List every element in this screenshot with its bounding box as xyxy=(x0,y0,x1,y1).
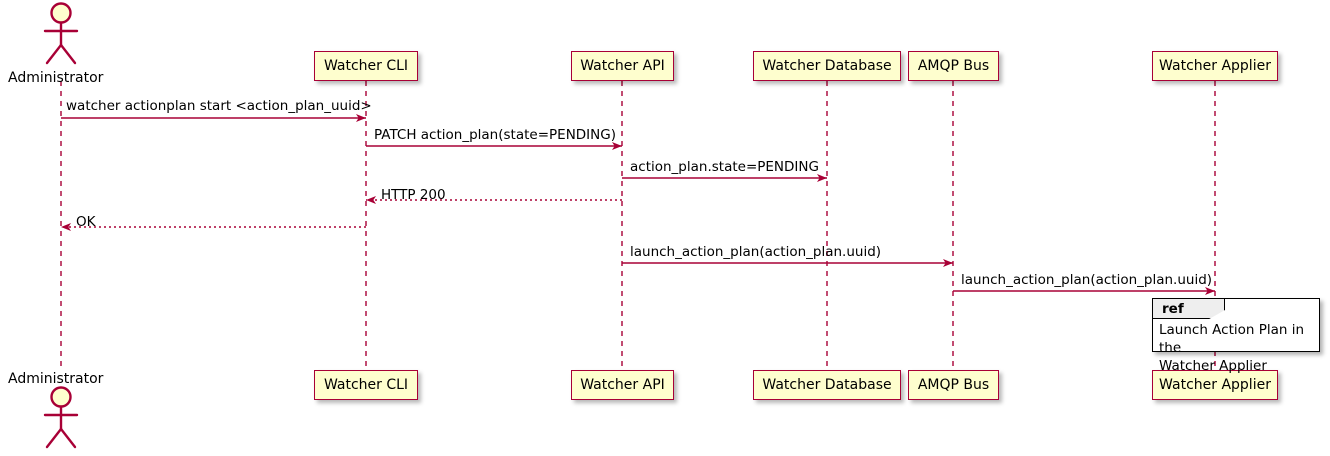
participant-label: Watcher API xyxy=(580,377,665,393)
participant-label: Watcher API xyxy=(580,58,665,74)
participant-label: AMQP Bus xyxy=(917,377,990,393)
message-label-1: watcher actionplan start <action_plan_uu… xyxy=(66,98,372,114)
participant-watcher-api-bottom: Watcher API xyxy=(571,370,674,400)
actor-label-administrator-bottom: Administrator xyxy=(8,371,104,387)
participant-watcher-db-bottom: Watcher Database xyxy=(753,370,901,400)
participant-watcher-applier-top: Watcher Applier xyxy=(1152,51,1278,81)
participant-watcher-cli-top: Watcher CLI xyxy=(314,51,418,81)
participant-label: Watcher CLI xyxy=(323,377,409,393)
actor-figure-top xyxy=(43,2,79,65)
message-label-4: HTTP 200 xyxy=(381,187,446,203)
lifelines-group xyxy=(60,81,1216,370)
actor-leg-left-top xyxy=(45,43,63,65)
message-label-7: launch_action_plan(action_plan.uuid) xyxy=(961,272,1213,288)
participant-amqp-bus-top: AMQP Bus xyxy=(908,51,999,81)
participant-label: Watcher Applier xyxy=(1159,377,1271,393)
messages-group xyxy=(61,114,1215,295)
actor-label-administrator-top: Administrator xyxy=(8,70,104,86)
actor-head-bottom xyxy=(50,386,72,408)
ref-fragment-tab: ref xyxy=(1153,299,1225,319)
participant-watcher-db-top: Watcher Database xyxy=(753,51,901,81)
actor-leg-right-bottom xyxy=(59,427,77,449)
actor-head-top xyxy=(50,2,72,24)
message-label-2: PATCH action_plan(state=PENDING) xyxy=(374,127,616,143)
participant-label: Watcher CLI xyxy=(323,58,409,74)
ref-fragment-body: Launch Action Plan in the Watcher Applie… xyxy=(1159,322,1305,375)
participant-watcher-api-top: Watcher API xyxy=(571,51,674,81)
actor-leg-left-bottom xyxy=(45,427,63,449)
participant-watcher-applier-bottom: Watcher Applier xyxy=(1152,370,1278,400)
actor-figures-group xyxy=(43,2,79,449)
participant-label: Watcher Database xyxy=(762,58,892,74)
participant-label: Watcher Database xyxy=(762,377,892,393)
participant-label: AMQP Bus xyxy=(917,58,990,74)
actor-figure-bottom xyxy=(43,386,79,449)
message-label-5: OK xyxy=(76,214,96,230)
participant-watcher-cli-bottom: Watcher CLI xyxy=(314,370,418,400)
message-label-3: action_plan.state=PENDING xyxy=(630,159,819,175)
message-label-6: launch_action_plan(action_plan.uuid) xyxy=(630,244,882,260)
participant-label: Watcher Applier xyxy=(1159,58,1271,74)
participant-amqp-bus-bottom: AMQP Bus xyxy=(908,370,999,400)
actor-leg-right-top xyxy=(59,43,77,65)
